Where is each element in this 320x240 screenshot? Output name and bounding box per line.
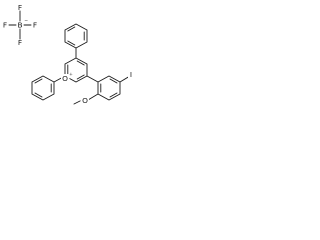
phenyl-ring-top-double-1 [67, 26, 76, 32]
methoxy-oxygen-halo [80, 96, 89, 105]
methoxy-oxygen-label: O [82, 96, 88, 105]
fluorine-label-bottom: F [18, 38, 22, 47]
fluorine-label-top: F [18, 3, 22, 12]
fluorine-label-left: F [3, 21, 7, 30]
pyrylium-double-3 [76, 74, 85, 80]
aryl-ring-outline [97, 75, 121, 101]
pyrylium-ring-outline [64, 57, 88, 83]
boron-label: B [17, 21, 22, 30]
iodine-label-halo [128, 70, 134, 79]
iodomethoxyphenyl-ring [97, 75, 121, 101]
phenyl-ring-top-outline [64, 23, 88, 49]
phenyl-ring-top-double-2 [67, 40, 76, 46]
pyrylium-ring [64, 57, 88, 83]
iodine-label: I [130, 70, 132, 79]
boron-charge: − [24, 19, 28, 24]
aryl-ring-double-2 [109, 78, 118, 84]
phenyl-ring-top [64, 23, 88, 49]
phenyl-ring-left-double-1 [34, 78, 43, 84]
pyrylium-double-2 [76, 60, 85, 66]
phenyl-ring-left-outline [31, 75, 55, 101]
structure-diagram: B − F F F F O + I [3, 3, 134, 105]
phenyl-ring-left-double-2 [34, 92, 43, 98]
pyrylium-oxygen-label: O [62, 74, 68, 83]
bond-aryl-to-methoxy-oxygen [87, 93, 99, 101]
bond-pyrylium-to-aryl [86, 75, 99, 83]
oxygen-label-halo [61, 74, 70, 83]
tetrafluoroborate-anion: B − F F F F [3, 3, 37, 47]
fluorine-label-right: F [33, 21, 37, 30]
pyrylium-charge: + [69, 72, 73, 78]
aryl-ring-double-3 [109, 92, 118, 98]
phenyl-ring-left [31, 75, 55, 101]
